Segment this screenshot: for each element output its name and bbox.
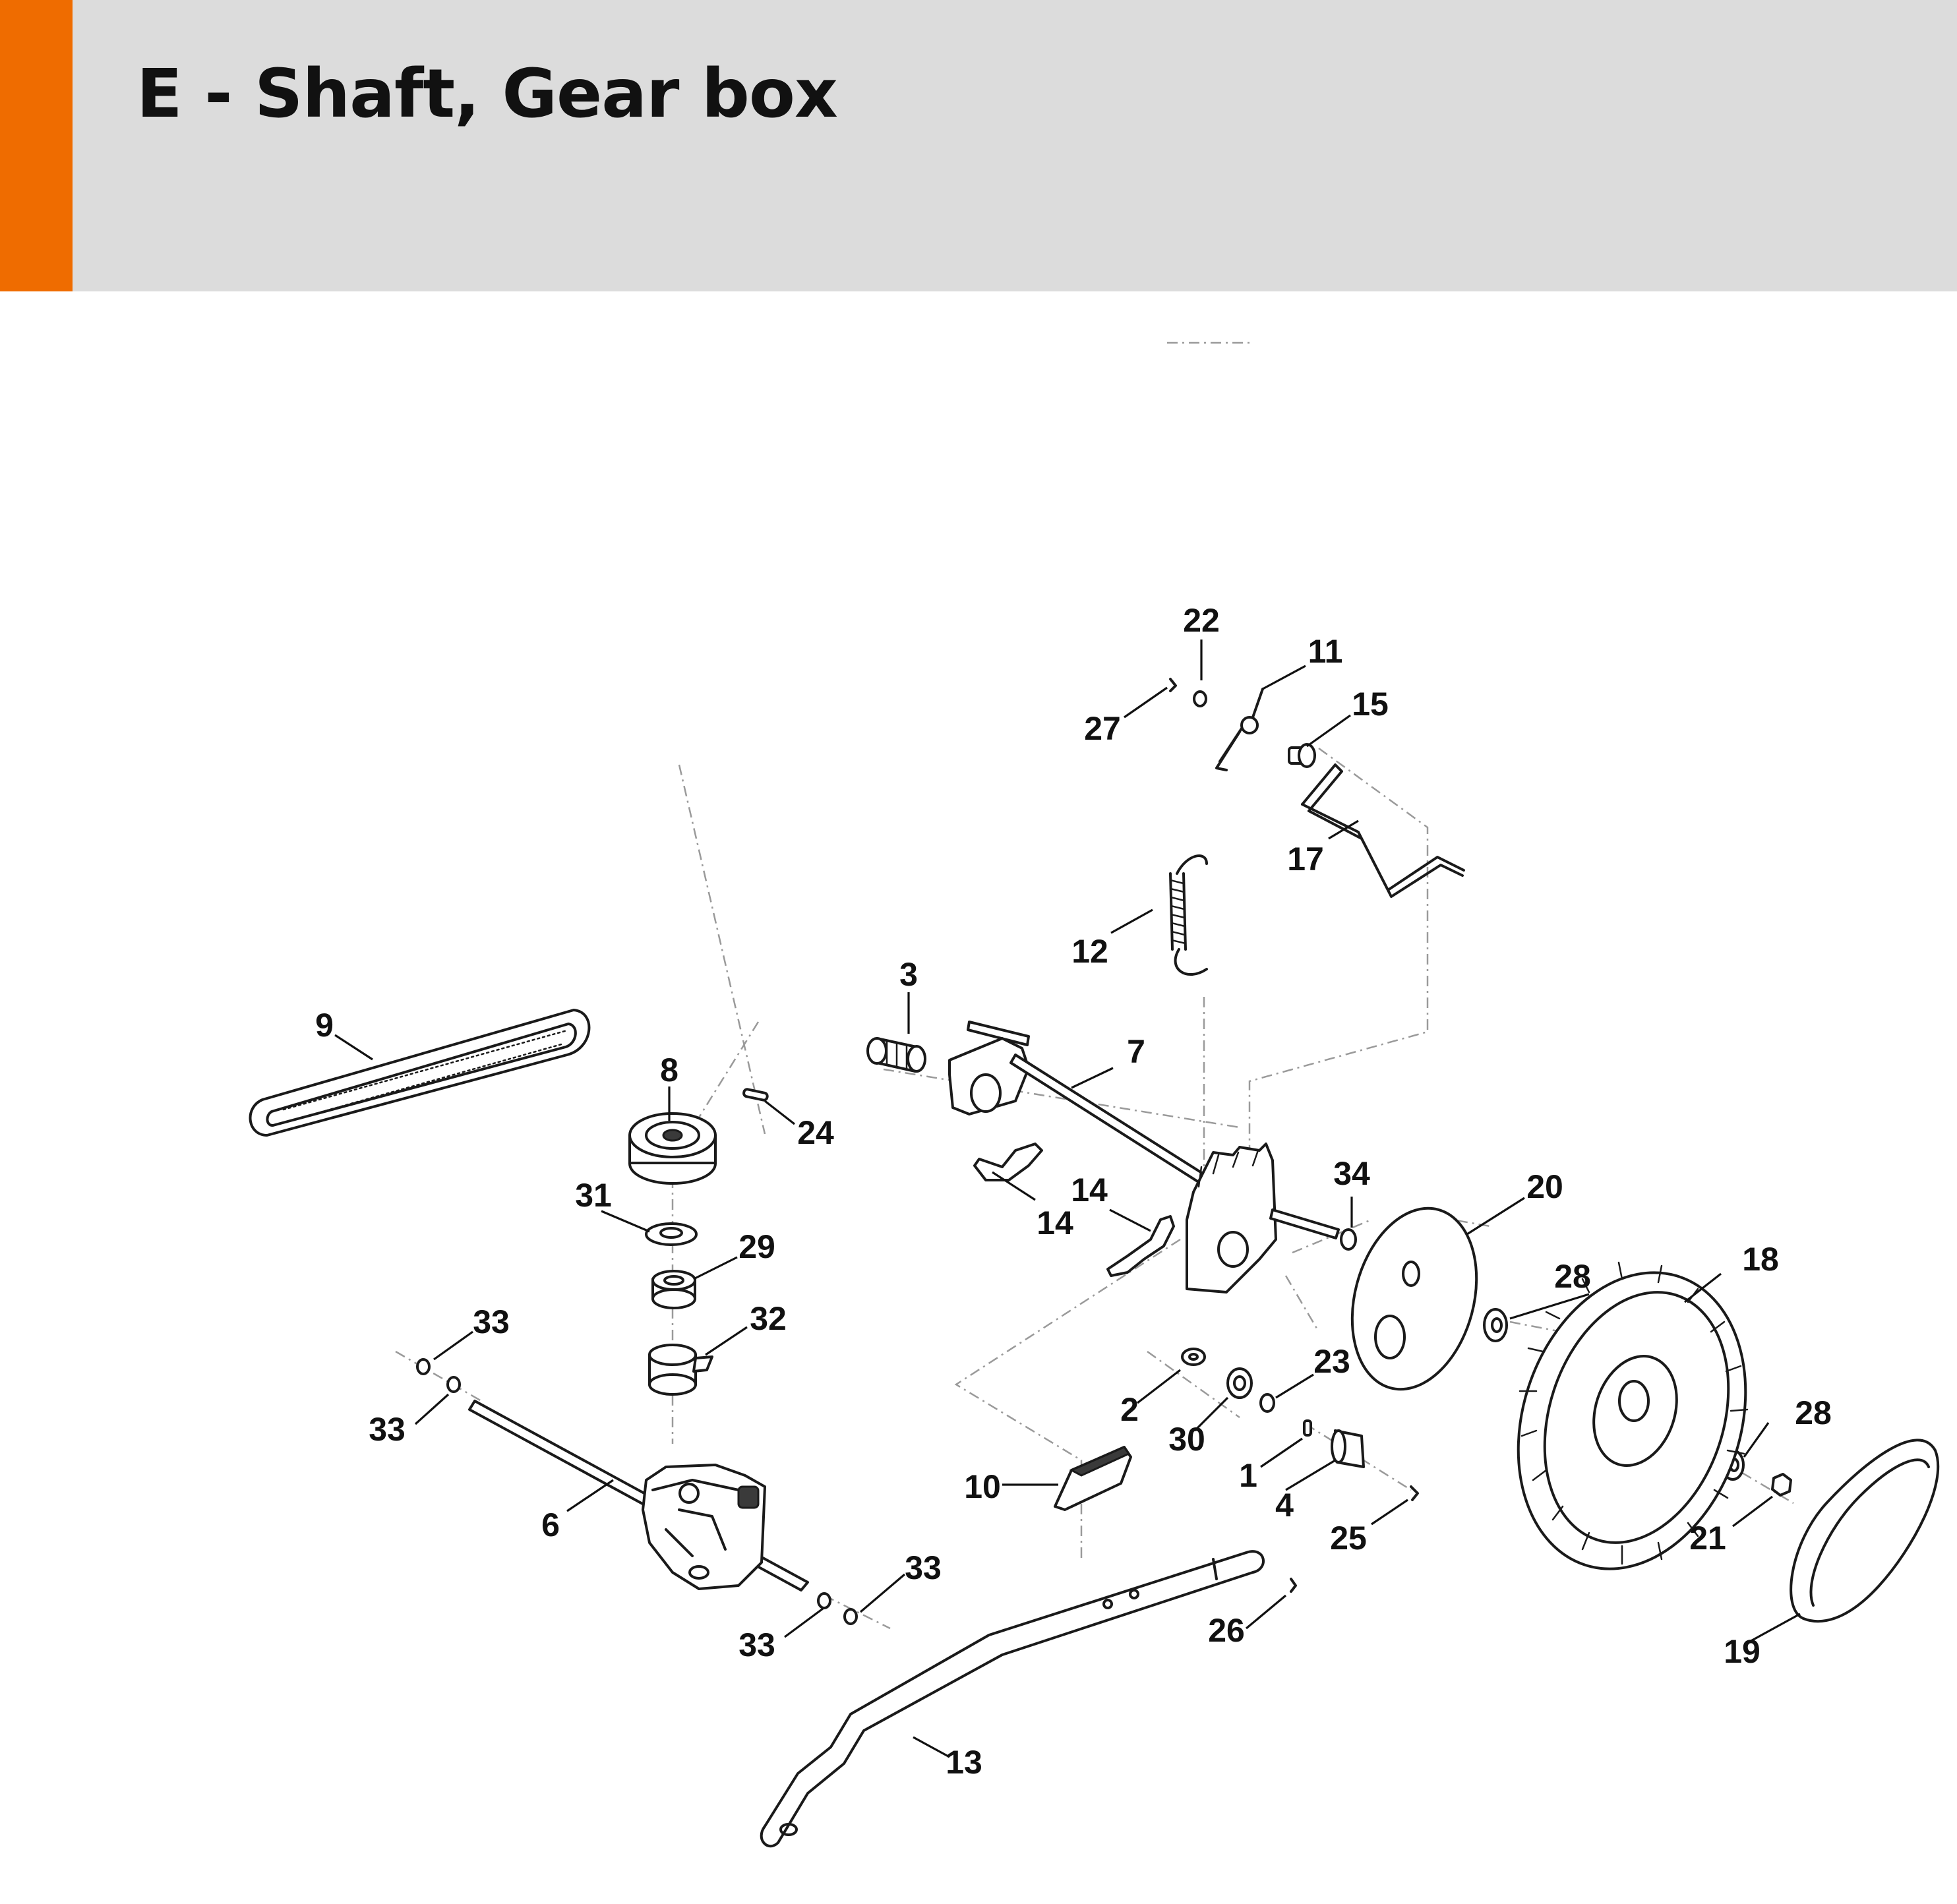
callout-13: 13 xyxy=(946,1744,982,1781)
callout-34: 34 xyxy=(1333,1155,1370,1192)
callout-6: 6 xyxy=(541,1506,560,1543)
callout-14-lower: 14 xyxy=(1037,1205,1073,1241)
callout-26: 26 xyxy=(1208,1612,1245,1649)
plate-part-10 xyxy=(1054,1446,1132,1511)
nut-part-21 xyxy=(1771,1473,1792,1497)
callout-22: 22 xyxy=(1183,602,1220,639)
callout-33-bottom: 33 xyxy=(738,1626,775,1663)
hub-cap-part-19 xyxy=(1790,1439,1940,1623)
callout-21: 21 xyxy=(1689,1520,1726,1557)
belt-part-9 xyxy=(249,1009,591,1137)
torsion-spring-part-11 xyxy=(1215,688,1264,771)
callout-14-upper: 14 xyxy=(1071,1172,1108,1208)
callout-8: 8 xyxy=(660,1052,678,1088)
handle-bar-part-13 xyxy=(760,1550,1297,1848)
callout-20: 20 xyxy=(1526,1168,1563,1205)
callout-31: 31 xyxy=(575,1177,612,1214)
gear-sleeve-part-3 xyxy=(866,1037,926,1073)
callout-33-left: 33 xyxy=(369,1411,406,1448)
ring-part-34 xyxy=(1340,1228,1357,1251)
callout-15: 15 xyxy=(1352,686,1389,723)
callout-33-right: 33 xyxy=(905,1549,942,1586)
pulley-part-8 xyxy=(628,1112,717,1185)
callout-leader-lines xyxy=(334,640,1801,1758)
callout-24: 24 xyxy=(797,1114,834,1151)
callout-30: 30 xyxy=(1168,1421,1205,1458)
axle-shaft-part-7 xyxy=(948,1021,1340,1294)
callout-23: 23 xyxy=(1313,1343,1350,1380)
header-bar: E - Shaft, Gear box xyxy=(0,0,1957,291)
callout-28-lower: 28 xyxy=(1795,1394,1832,1431)
callout-2: 2 xyxy=(1120,1391,1139,1428)
callout-29: 29 xyxy=(738,1228,775,1265)
spring-part-12 xyxy=(1169,854,1208,976)
callout-33-top-left: 33 xyxy=(473,1303,510,1340)
callout-18: 18 xyxy=(1742,1241,1779,1278)
callout-labels: 22 11 27 15 17 12 3 7 9 8 24 31 29 32 33… xyxy=(315,602,1832,1781)
callout-10: 10 xyxy=(964,1468,1001,1505)
knob-part-15 xyxy=(1288,743,1316,768)
bushing-part-32 xyxy=(648,1344,713,1396)
wheel-part-18 xyxy=(1517,1261,1749,1570)
disc-part-20 xyxy=(1350,1206,1478,1391)
callout-25: 25 xyxy=(1330,1520,1367,1557)
callout-3: 3 xyxy=(899,956,918,993)
callout-1: 1 xyxy=(1239,1457,1257,1494)
callout-28-upper: 28 xyxy=(1554,1258,1591,1295)
callout-9: 9 xyxy=(315,1007,334,1044)
callout-12: 12 xyxy=(1071,933,1108,970)
callout-7: 7 xyxy=(1127,1033,1145,1070)
clip-parts-14 xyxy=(973,1143,1175,1277)
pin-part-24 xyxy=(742,1088,769,1102)
small-parts-22-27 xyxy=(1169,678,1207,707)
callout-27: 27 xyxy=(1084,710,1121,747)
callout-11: 11 xyxy=(1308,633,1343,670)
callout-17: 17 xyxy=(1287,841,1324,878)
ring-parts-33 xyxy=(416,1358,858,1625)
header-accent-stripe xyxy=(0,0,73,291)
callout-32: 32 xyxy=(750,1300,787,1337)
gearbox-shaft-part-6 xyxy=(468,1400,809,1592)
washer-part-31 xyxy=(645,1222,698,1246)
bearing-part-29 xyxy=(651,1270,696,1309)
wire-bracket-part-17 xyxy=(1301,763,1465,898)
callout-19: 19 xyxy=(1724,1633,1761,1670)
small-parts-2-30-23-1-4-25 xyxy=(1181,1348,1419,1501)
callout-4: 4 xyxy=(1275,1487,1294,1524)
page-title: E - Shaft, Gear box xyxy=(136,55,838,133)
